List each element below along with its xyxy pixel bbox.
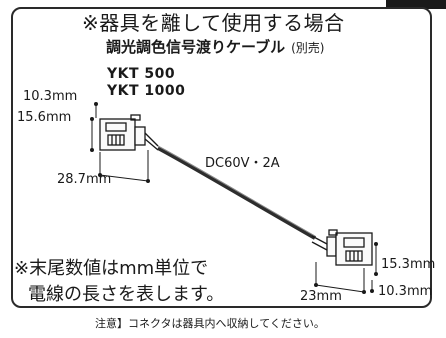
- footnote-line-2: 電線の長さを表します。: [28, 284, 225, 305]
- left-height-label: 15.6mm: [17, 110, 72, 125]
- left-width-label: 10.3mm: [23, 89, 78, 104]
- left-connector: [99, 114, 159, 151]
- cable-wire: [157, 146, 316, 240]
- model-number-1: YKT 500: [107, 66, 176, 82]
- left-length-label: 28.7mm: [57, 172, 112, 187]
- right-height-label: 15.3mm: [381, 257, 436, 272]
- cable-name: 調光調色信号渡りケーブル (別売): [106, 40, 324, 55]
- diagram-frame: [11, 7, 432, 308]
- right-dimension-lines: [314, 242, 378, 294]
- right-length-label: 23mm: [300, 289, 342, 304]
- diagram-title: ※器具を離して使用する場合: [82, 11, 345, 35]
- right-connector: [311, 229, 373, 266]
- cable-name-text: 調光調色信号渡りケーブル: [106, 38, 286, 56]
- cable-wire-highlight: [157, 145, 316, 237]
- sold-separately-note: (別売): [291, 41, 325, 55]
- header-tab-decoration: [386, 0, 446, 9]
- left-dimension-lines: [90, 102, 150, 183]
- voltage-rating: DC60V・2A: [205, 156, 280, 171]
- footnote-line-1: ※末尾数値はmm単位で: [14, 258, 209, 279]
- right-width-label: 10.3mm: [378, 284, 433, 299]
- caution-note: 注意】コネクタは器具内へ収納してください。: [95, 317, 325, 330]
- model-number-2: YKT 1000: [107, 83, 186, 99]
